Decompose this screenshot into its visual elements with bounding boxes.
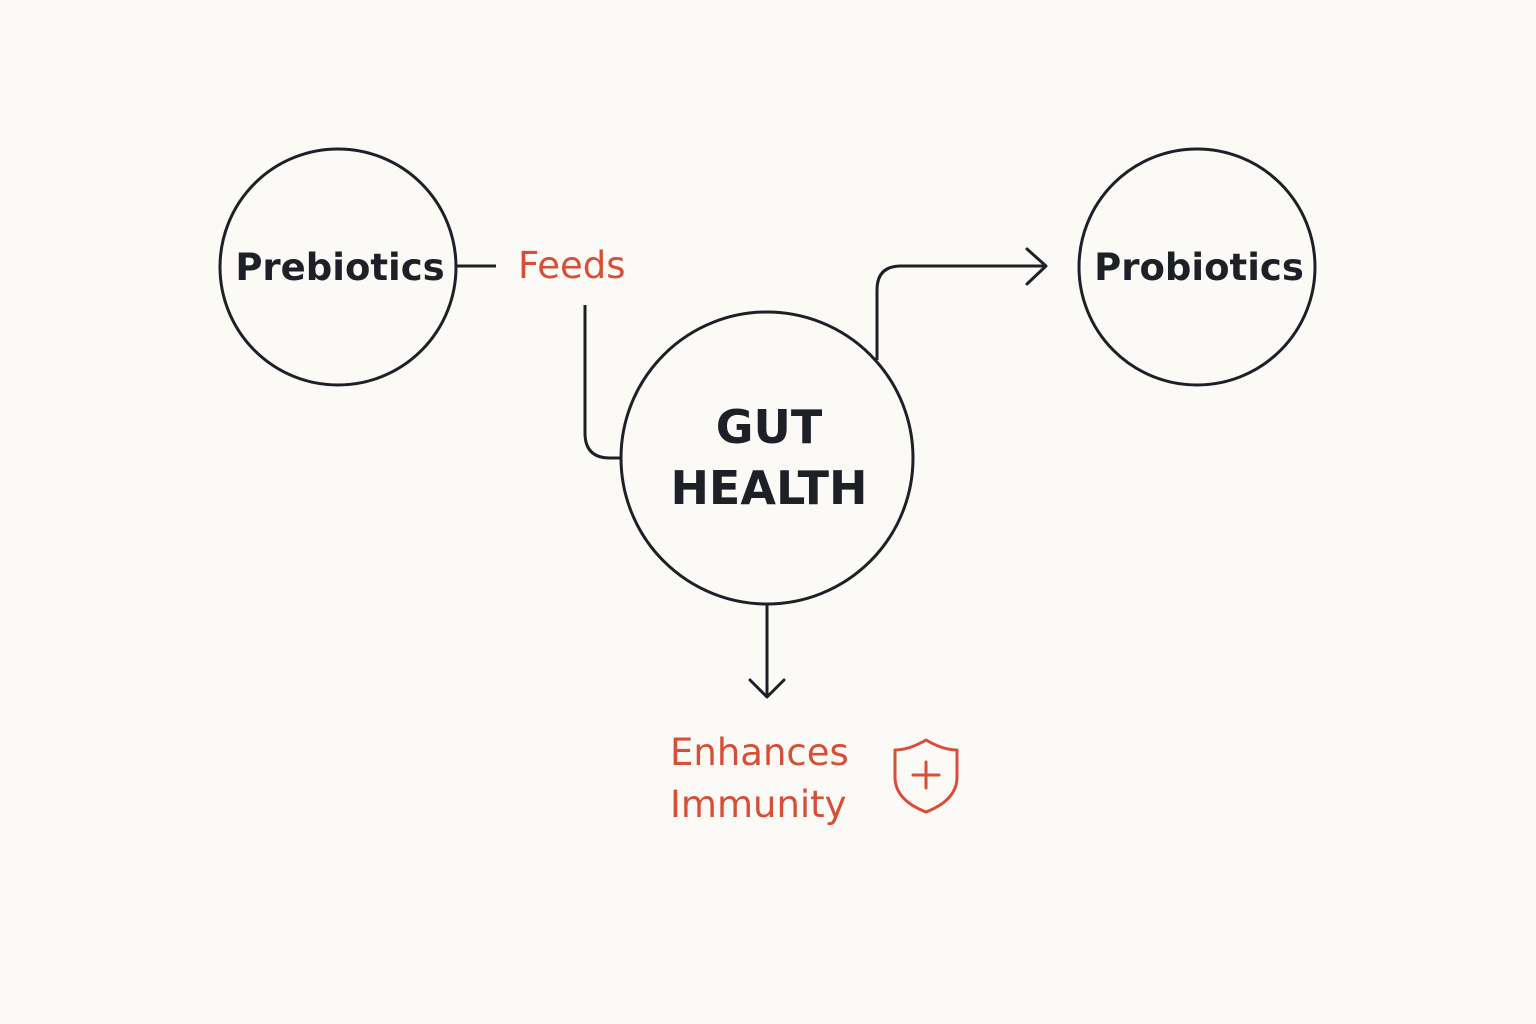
probiotics-arrowhead [1025, 247, 1048, 286]
prebiotics-node: Prebiotics [218, 147, 458, 387]
probiotics-label: Probiotics [1094, 246, 1304, 289]
gut-health-node: GUT HEALTH [619, 310, 915, 606]
prebiotics-label: Prebiotics [235, 246, 444, 289]
gut-health-label-line2: HEALTH [670, 461, 867, 515]
outcome-label-line2: Immunity [670, 783, 847, 826]
feeds-label: Feeds [518, 244, 626, 287]
shield-plus-icon [893, 738, 959, 814]
probiotics-circle [1077, 147, 1317, 387]
gut-to-probiotics-line [875, 264, 1044, 360]
outcome-label-line1: Enhances [670, 731, 849, 774]
immunity-arrowhead [748, 678, 786, 699]
gut-health-circle [619, 310, 915, 606]
probiotics-node: Probiotics [1077, 147, 1317, 387]
gut-health-label-line1: GUT [716, 400, 823, 454]
feeds-to-gut-line [583, 305, 622, 460]
